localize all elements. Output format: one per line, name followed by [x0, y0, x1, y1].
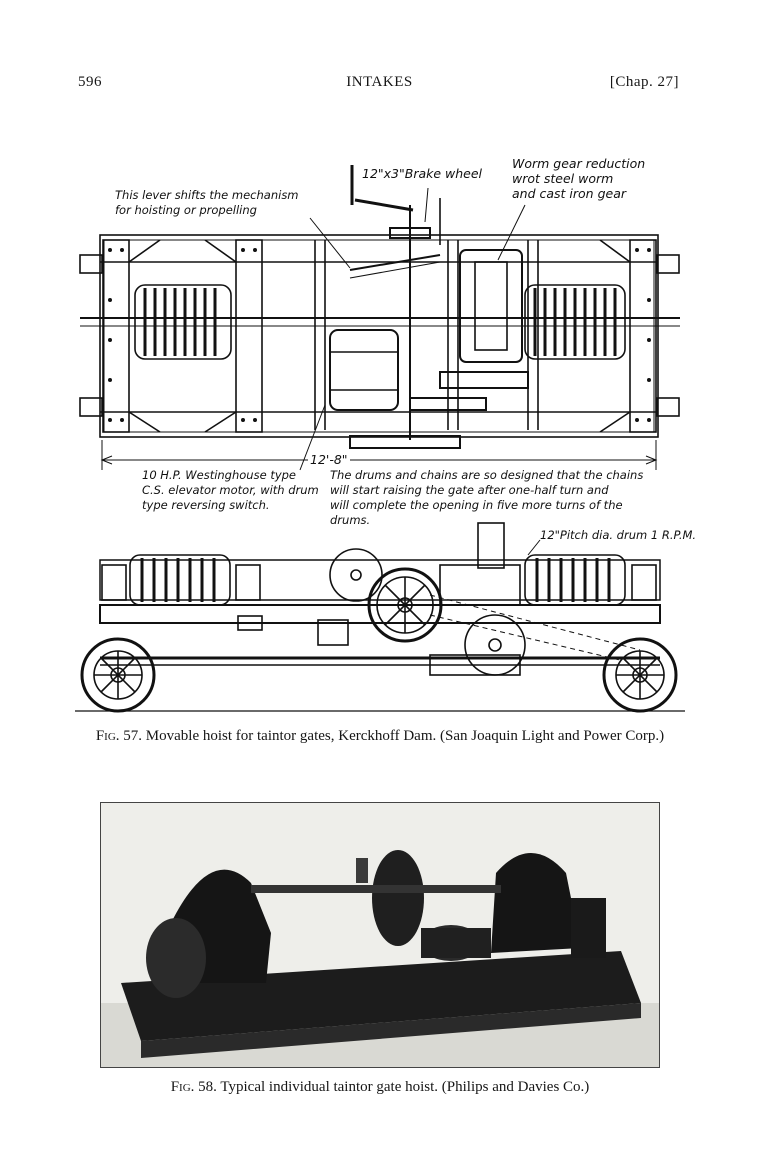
figure-57-caption-label: Fig. 57. [95, 728, 143, 744]
motor-label-line-1: 10 H.P. Westinghouse type [142, 468, 297, 482]
plan-view [79, 165, 680, 471]
drums-note-line-3: will complete the opening in five more t… [330, 498, 623, 512]
page-number: 596 [78, 74, 102, 90]
hoist-photo-illustration [101, 803, 659, 1067]
figure-58-photograph [100, 802, 660, 1068]
elevation-view [75, 522, 685, 713]
chapter-reference: [Chap. 27] [609, 74, 679, 90]
lever-label-line-2: for hoisting or propelling [115, 203, 257, 217]
lever-label-line-1: This lever shifts the mechanism [115, 188, 299, 202]
pitch-drum-label: 12"Pitch dia. drum 1 R.P.M. [540, 528, 697, 542]
drums-note-line-4: drums. [330, 513, 371, 527]
figure-57-drawing [75, 165, 685, 713]
brake-wheel-label: 12"x3"Brake wheel [362, 166, 483, 181]
worm-gear-label-line-2: wrot steel worm [512, 171, 614, 186]
motor-label-line-3: type reversing switch. [142, 498, 270, 512]
figure-57-caption: Fig. 57. Movable hoist for taintor gates… [70, 727, 690, 746]
motor-label-line-2: C.S. elevator motor, with drum [142, 483, 319, 497]
drums-note-line-2: will start raising the gate after one-ha… [330, 483, 609, 497]
figure-58-caption: Fig. 58. Typical individual taintor gate… [70, 1078, 690, 1097]
running-title: INTAKES [346, 74, 413, 90]
figure-57-caption-text: Movable hoist for taintor gates, Kerckho… [145, 728, 665, 744]
figure-58-caption-text: Typical individual taintor gate hoist. (… [220, 1079, 590, 1095]
dimension-label: 12'-8" [308, 452, 350, 467]
drums-note-line-1: The drums and chains are so designed tha… [330, 468, 644, 482]
figure-58-caption-label: Fig. 58. [170, 1079, 217, 1095]
worm-gear-label-line-3: and cast iron gear [512, 186, 626, 201]
worm-gear-label-line-1: Worm gear reduction [512, 156, 646, 171]
